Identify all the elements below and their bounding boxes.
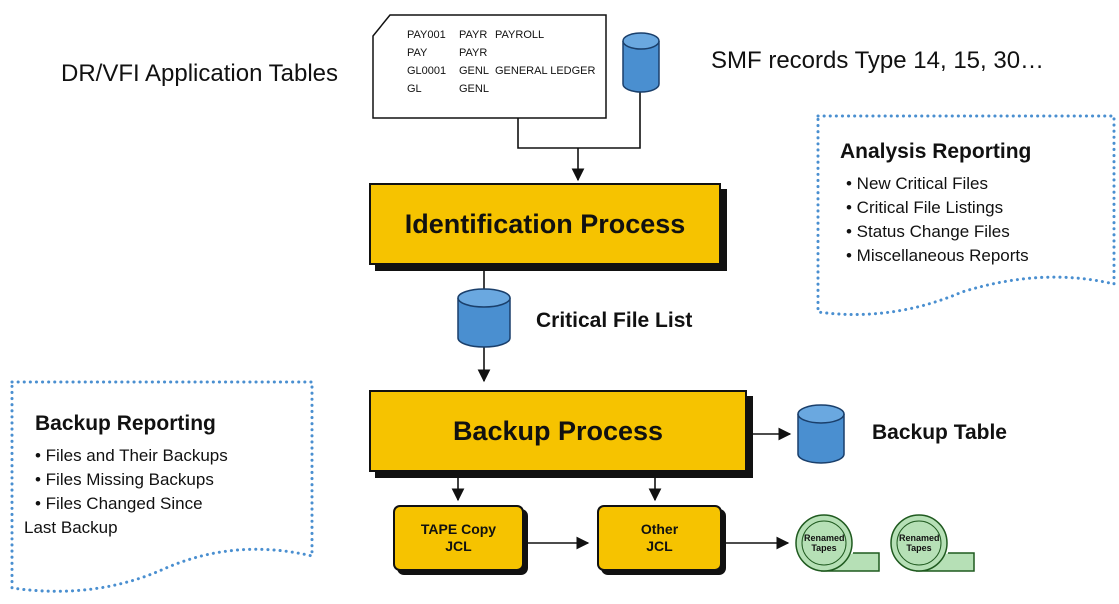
renamed-tapes-reel-icon [795,514,880,572]
backup-reporting-note: Backup Reporting • Files and Their Backu… [24,412,228,540]
table-cell: GENL [459,83,489,95]
app-tables-label: DR/VFI Application Tables [61,60,339,87]
backup-reporting-item: • Files Changed Since [35,494,203,513]
smf-records-label: SMF records Type 14, 15, 30… [711,47,1045,74]
tape-copy-jcl-box: TAPE Copy JCL [393,505,524,571]
table-cell: PAYR [459,47,488,59]
tape-label-line: Renamed [804,533,845,543]
tape-label-line: Renamed [899,533,940,543]
table-cell [495,44,595,62]
analysis-reporting-item: • Critical File Listings [846,198,1004,217]
critical-file-list-label: Critical File List [536,309,693,332]
analysis-reporting-note-shape [816,114,1116,316]
other-jcl-line1: Other [640,521,679,537]
table-cell: GENERAL LEDGER [495,65,596,77]
app-tables-card [372,14,607,119]
tape-copy-jcl-line2: JCL [445,538,472,554]
edge-tables-to-identification [517,118,578,149]
tape-label-line: Tapes [811,543,837,553]
tape-copy-jcl-line1: TAPE Copy [420,521,497,537]
identification-process: Identification Process [369,183,721,265]
backup-process: Backup Process [369,390,747,472]
other-jcl-line2: JCL [646,538,673,554]
table-cell: GL0001 [407,65,447,77]
backup-reporting-note-shape [10,380,314,593]
renamed-tapes-reel-icon [890,514,975,572]
analysis-reporting-item: • Status Change Files [846,222,1010,241]
table-cell: PAY001 [407,29,446,41]
analysis-reporting-item: • Miscellaneous Reports [846,246,1029,265]
table-cell: PAYROLL [495,29,545,41]
other-jcl-box: Other JCL [597,505,722,571]
analysis-reporting-note: Analysis Reporting • New Critical Files … [840,140,1031,268]
backup-table-label: Backup Table [872,421,1007,444]
backup-reporting-item: • Files Missing Backups [35,470,214,489]
app-tables-card-text: PAY001 PAYR PAYROLL PAY PAYR GL0001 GENL… [407,26,595,98]
table-cell [495,80,595,98]
table-cell: GENL [459,65,489,77]
smf-database-icon [622,32,660,93]
backup-table-database-icon [797,404,845,464]
renamed-tapes-label-2: Renamed Tapes [899,533,940,553]
analysis-reporting-title: Analysis Reporting [840,140,1032,163]
backup-reporting-item: • Files and Their Backups [35,446,228,465]
tape-label-line: Tapes [906,543,932,553]
backup-reporting-continuation: Last Backup [24,518,118,537]
critical-file-list-database-icon [457,288,511,348]
renamed-tapes-label-1: Renamed Tapes [804,533,845,553]
edge-smf-to-identification [578,92,641,149]
table-cell: PAYR [459,29,488,41]
backup-reporting-title: Backup Reporting [35,412,216,435]
table-cell: PAY [407,47,428,59]
table-cell: GL [407,83,422,95]
analysis-reporting-item: • New Critical Files [846,174,988,193]
